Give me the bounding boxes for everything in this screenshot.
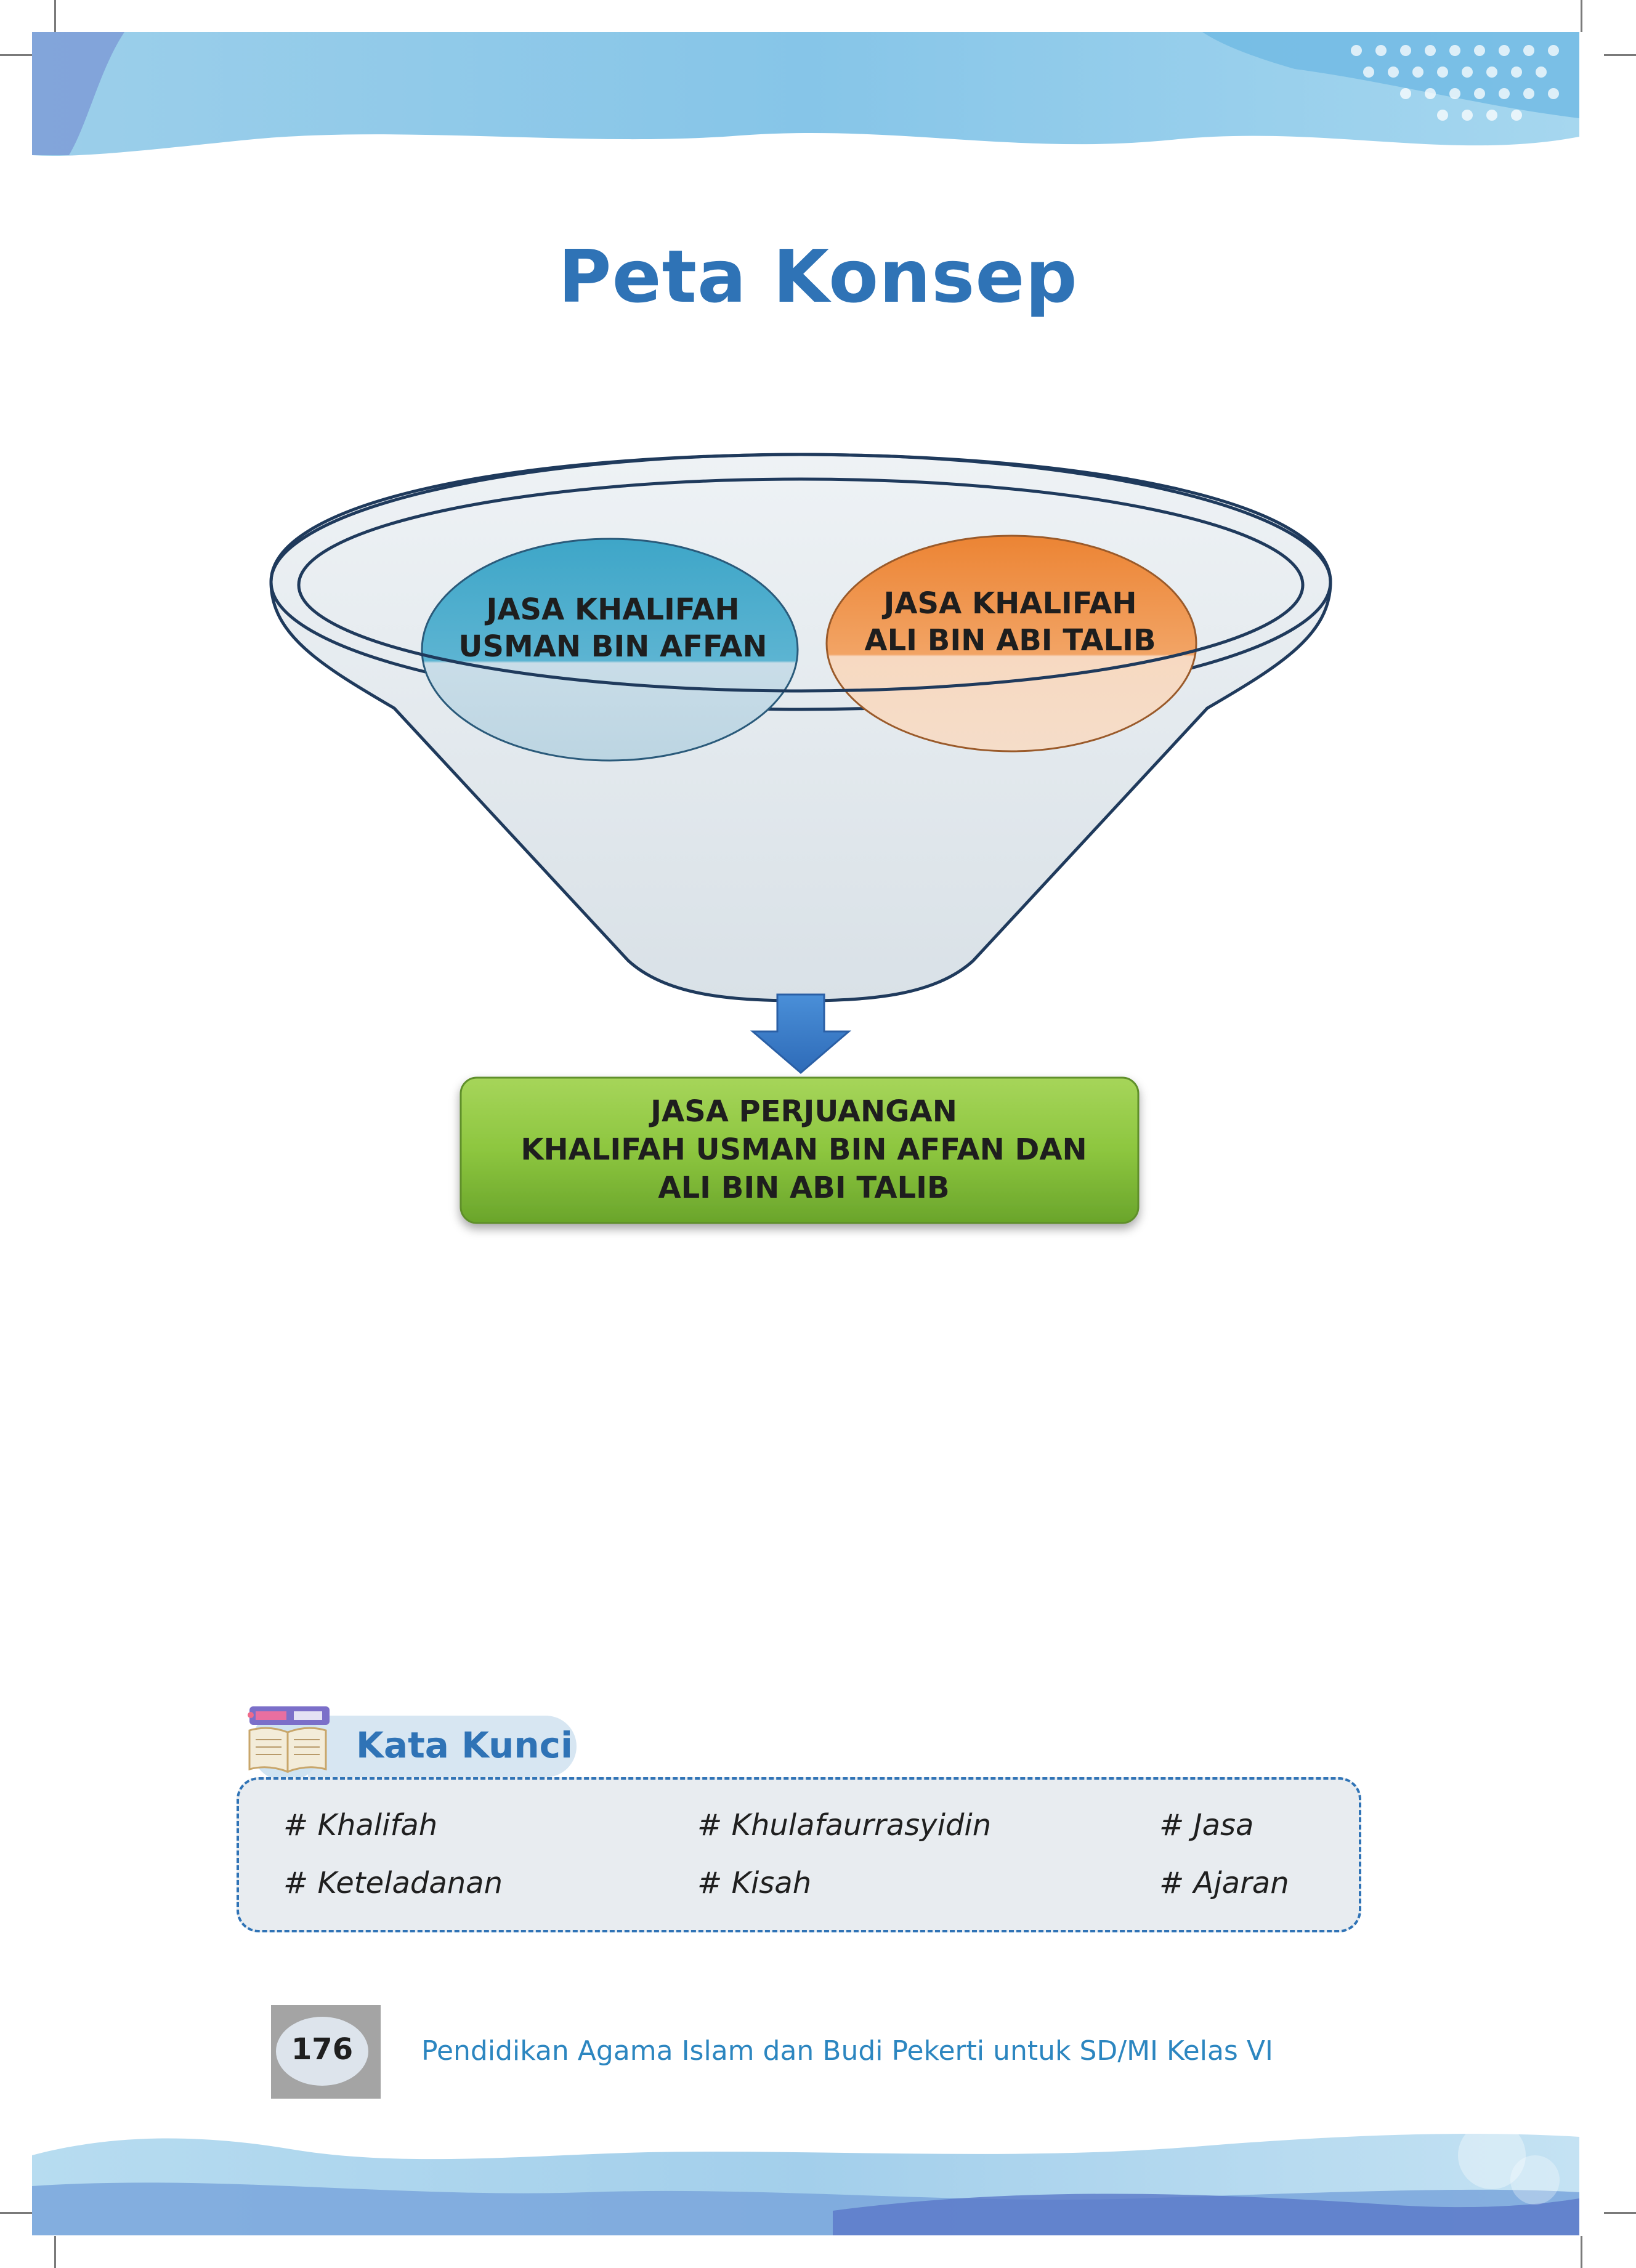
crop-mark: [1581, 2236, 1582, 2268]
node-ali: [825, 535, 1197, 753]
keywords-label: Kata Kunci: [356, 1724, 573, 1766]
keyword-item: # Ajaran: [1159, 1866, 1289, 1900]
node-ali-label: JASA KHALIFAH ALI BIN ABI TALIB: [822, 585, 1198, 659]
keyword-item: # Jasa: [1159, 1808, 1254, 1842]
keyword-item: # Kisah: [697, 1866, 812, 1900]
keywords-box: [237, 1777, 1361, 1932]
crop-mark: [0, 2212, 32, 2214]
crop-mark: [1604, 2212, 1636, 2214]
keywords-label-bg: [308, 1716, 577, 1777]
arrow-down-icon: [750, 993, 852, 1074]
funnel-rim-inner: [297, 477, 1305, 693]
result-label: JASA PERJUANGAN KHALIFAH USMAN BIN AFFAN…: [468, 1092, 1140, 1207]
crop-mark: [54, 2236, 56, 2268]
concept-map: [269, 453, 1332, 1224]
node-usman-line2: USMAN BIN AFFAN: [458, 629, 767, 664]
crop-mark: [54, 0, 56, 32]
result-line3: ALI BIN ABI TALIB: [658, 1171, 950, 1205]
result-line2: KHALIFAH USMAN BIN AFFAN DAN: [520, 1132, 1087, 1167]
keyword-item: # Khalifah: [283, 1808, 438, 1842]
page-number-badge: [276, 2017, 368, 2086]
crop-mark: [1581, 0, 1582, 32]
node-usman-label: JASA KHALIFAH USMAN BIN AFFAN: [419, 591, 807, 665]
node-ali-line2: ALI BIN ABI TALIB: [864, 623, 1156, 658]
result-line1: JASA PERJUANGAN: [650, 1094, 957, 1129]
top-banner: [32, 32, 1579, 167]
funnel-shape: [269, 453, 1332, 1003]
page-number: 176: [291, 2032, 354, 2067]
funnel-rim-outer: [269, 453, 1332, 711]
keyword-item: # Keteladanan: [283, 1866, 503, 1900]
crop-mark: [1604, 54, 1636, 56]
open-book-icon: [248, 1706, 330, 1782]
node-ali-line1: JASA KHALIFAH: [883, 586, 1137, 621]
node-usman: [421, 538, 799, 762]
result-box: [460, 1076, 1140, 1224]
node-usman-line1: JASA KHALIFAH: [486, 592, 740, 627]
crop-mark: [0, 54, 32, 56]
page-title: Peta Konsep: [558, 234, 1078, 319]
book-title: Pendidikan Agama Islam dan Budi Pekerti …: [421, 2035, 1273, 2067]
bottom-banner: [32, 2118, 1579, 2235]
keyword-item: # Khulafaurrasyidin: [697, 1808, 992, 1842]
